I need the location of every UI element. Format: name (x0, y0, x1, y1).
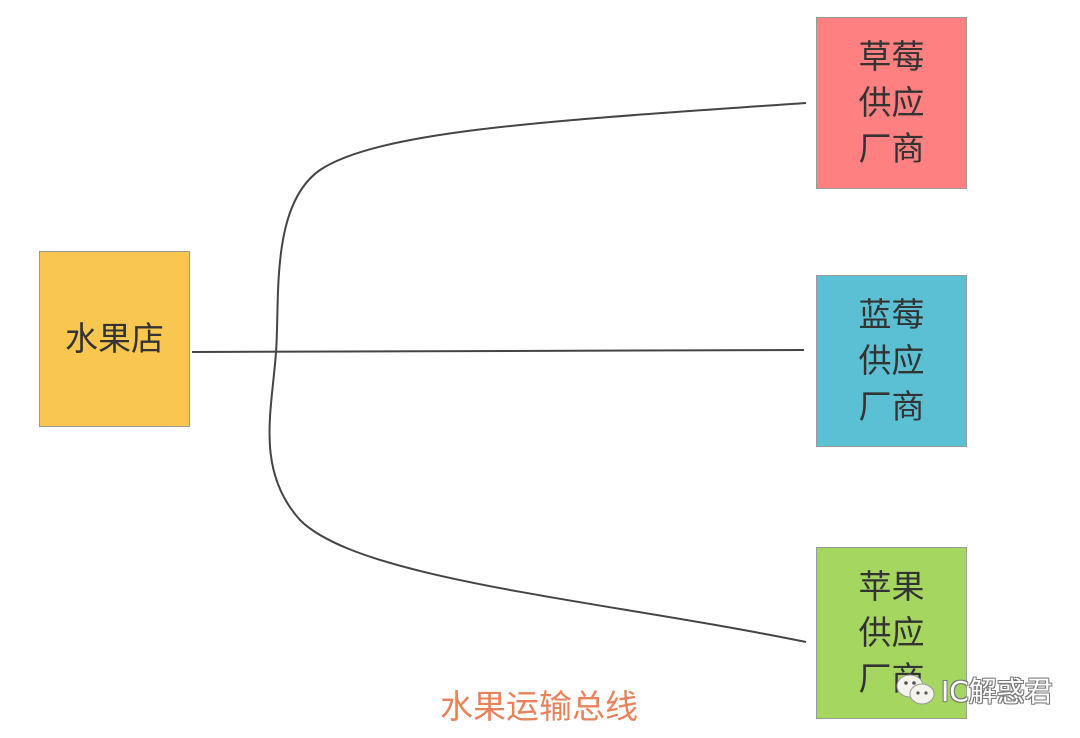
fruit-shop-node: 水果店 (39, 251, 190, 427)
watermark: IC解惑君 (895, 670, 1053, 710)
watermark-text: IC解惑君 (941, 675, 1053, 708)
strawberry-supplier-label: 草莓 供应 厂商 (858, 37, 925, 168)
fruit-shop-label: 水果店 (65, 319, 164, 358)
apple-supplier-node: 苹果 供应 厂商 (816, 547, 967, 719)
wire-to-apple (268, 351, 807, 643)
strawberry-supplier-node: 草莓 供应 厂商 (816, 17, 967, 189)
blueberry-supplier-node: 蓝莓 供应 厂商 (816, 275, 967, 447)
blueberry-supplier-label: 蓝莓 供应 厂商 (858, 295, 925, 426)
wechat-icon (896, 674, 935, 705)
bus-label: 水果运输总线 (440, 687, 638, 726)
apple-supplier-label: 苹果 供应 厂商 (858, 567, 925, 698)
wire-to-strawberry (275, 102, 807, 353)
wire-shop-to-blueberry (191, 349, 805, 353)
